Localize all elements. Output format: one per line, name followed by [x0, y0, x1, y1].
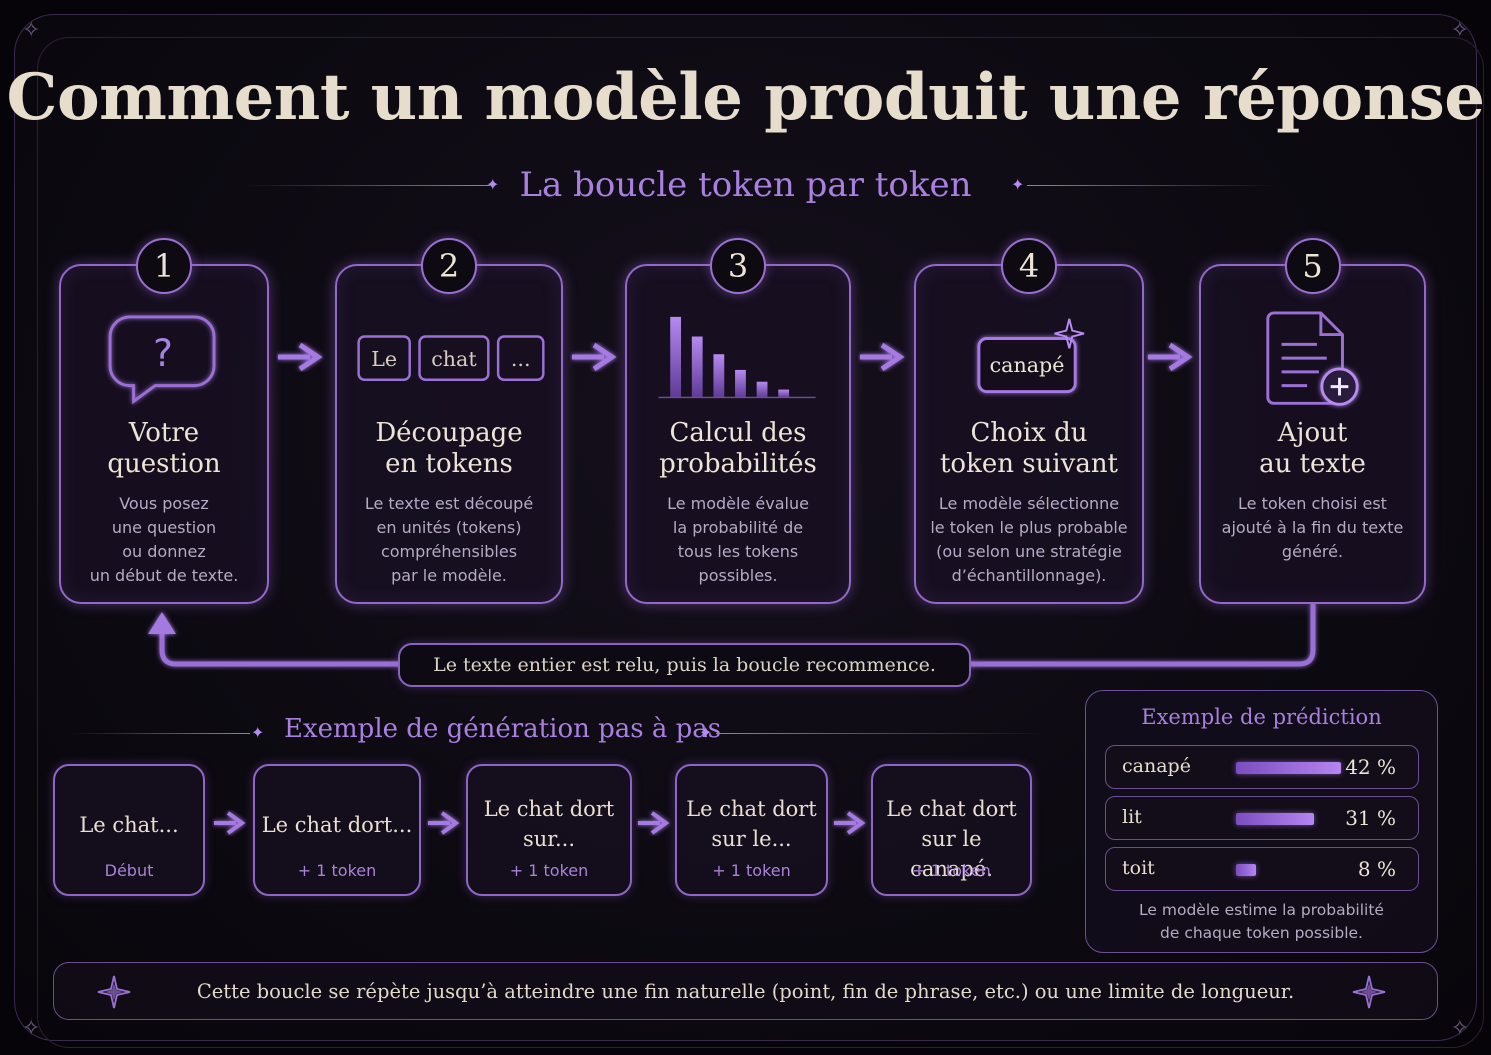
example-section-title: Exemple de génération pas à pas [284, 714, 722, 744]
prediction-bar [1236, 864, 1256, 876]
arrow-right-icon [428, 811, 460, 835]
example-step-label: + 1 token [912, 861, 991, 880]
step-number-badge: 3 [710, 238, 766, 294]
corner-ornament-icon: ✧ [1450, 1016, 1469, 1041]
page-title: Comment un modèle produit une réponse [6, 60, 1486, 135]
token-chips-icon: Le chat ... [357, 335, 545, 381]
divider-line [70, 733, 250, 734]
prediction-percent: 42 % [1345, 755, 1396, 779]
step-number-badge: 4 [1001, 238, 1057, 294]
sparkle-icon: ✦ [699, 723, 713, 742]
prediction-word: lit [1122, 806, 1142, 828]
sparkle-icon: ✦ [486, 175, 500, 194]
divider-line [716, 733, 1046, 734]
prediction-bar [1236, 813, 1314, 825]
page-subtitle: La boucle token par token [519, 165, 972, 205]
arrow-right-icon [1148, 342, 1193, 372]
svg-text:?: ? [153, 331, 173, 375]
example-step-label: + 1 token [297, 861, 377, 880]
footer-text: Cette boucle se répète jusqu’à atteindre… [196, 980, 1295, 1003]
example-step-label: + 1 token [509, 861, 589, 880]
footer-banner: Cette boucle se répète jusqu’à atteindre… [53, 962, 1438, 1020]
question-bubble-icon: ? [108, 315, 216, 405]
loop-label: Le texte entier est relu, puis la boucle… [398, 643, 971, 687]
arrow-right-icon [278, 342, 323, 372]
corner-ornament-icon: ✧ [1450, 18, 1469, 43]
corner-ornament-icon: ✧ [22, 1016, 41, 1041]
inner-frame [37, 37, 1484, 1048]
bar-chart-icon [658, 316, 816, 399]
arrow-right-icon [834, 811, 866, 835]
corner-ornament-icon: ✧ [22, 18, 41, 43]
document-add-icon [1266, 311, 1359, 406]
token-chip: ... [511, 347, 531, 371]
prediction-bar [1236, 762, 1341, 774]
loop-arrowhead-icon [148, 612, 176, 634]
divider-line [1027, 185, 1277, 186]
prediction-percent: 31 % [1345, 806, 1396, 830]
chosen-token: canapé [990, 353, 1065, 377]
prediction-row: canapé 42 % [1105, 745, 1419, 789]
divider-line [240, 185, 490, 186]
arrow-right-icon [638, 811, 670, 835]
compass-star-icon [97, 975, 131, 1009]
example-step-2: Le chat dort... + 1 token [253, 764, 421, 896]
step-number-badge: 1 [136, 238, 192, 294]
sparkle-icon: ✦ [1011, 175, 1025, 194]
prediction-row: lit 31 % [1105, 796, 1419, 840]
token-chip: chat [431, 347, 477, 371]
step-number-badge: 5 [1284, 238, 1341, 294]
prediction-title: Exemple de prédiction [1141, 705, 1382, 729]
arrow-right-icon [860, 342, 905, 372]
prediction-word: toit [1122, 857, 1155, 879]
example-text: Le chat... [79, 813, 179, 837]
example-text: Le chat dort... [261, 813, 413, 837]
example-step-1: Le chat... Début [53, 764, 205, 896]
sparkle-icon: ✦ [251, 723, 265, 742]
compass-star-icon [1352, 975, 1386, 1009]
selected-token-icon: canapé [977, 318, 1085, 394]
subtitle-row: ✦ La boucle token par token ✦ [0, 165, 1491, 209]
sparkle-icon [1054, 318, 1085, 349]
arrow-right-icon [214, 811, 246, 835]
step-number-badge: 2 [421, 238, 477, 294]
prediction-word: canapé [1122, 755, 1191, 777]
prediction-panel: Exemple de prédiction canapé 42 % lit 31… [1085, 690, 1438, 953]
example-step-label: Début [104, 861, 154, 880]
prediction-percent: 8 % [1357, 857, 1396, 881]
token-chip: Le [371, 347, 397, 371]
prediction-row: toit 8 % [1105, 847, 1419, 891]
example-step-label: + 1 token [712, 861, 791, 880]
arrow-right-icon [572, 342, 617, 372]
